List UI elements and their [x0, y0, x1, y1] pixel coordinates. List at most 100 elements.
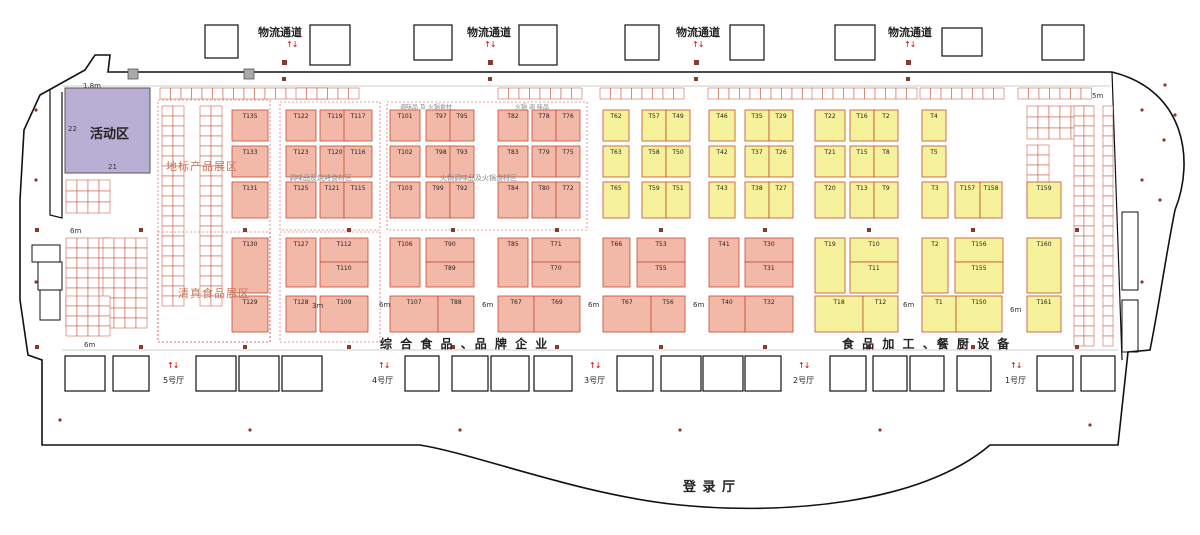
standard-booth	[172, 255, 185, 267]
standard-booth	[233, 87, 245, 100]
standard-booth	[172, 105, 185, 117]
standard-booth	[1083, 155, 1095, 167]
service-room	[1041, 24, 1085, 61]
booth-id: T67	[509, 299, 521, 306]
booth	[531, 109, 557, 142]
booth-id: T90	[443, 241, 455, 248]
standard-booth	[199, 135, 212, 147]
booth-id: T98	[434, 149, 446, 156]
booth-id: T38	[750, 185, 762, 192]
standard-booth	[1083, 115, 1095, 127]
standard-booth	[1102, 175, 1114, 187]
standard-booth	[210, 225, 223, 237]
booth-id: T12	[874, 299, 886, 306]
standard-booth	[124, 247, 137, 259]
standard-booth	[539, 87, 551, 100]
standard-booth	[1073, 205, 1085, 217]
standard-booth	[87, 305, 100, 317]
gap-label: 6m	[1010, 306, 1022, 314]
service-room	[238, 355, 280, 392]
booth-id: T53	[654, 241, 666, 248]
zone-mini-label: 调味品 及 火锅食材	[400, 104, 452, 111]
booth-id: T13	[855, 185, 867, 192]
standard-booth	[65, 295, 78, 307]
standard-booth	[161, 255, 174, 267]
booth-id: T103	[396, 185, 412, 192]
standard-booth	[199, 195, 212, 207]
standard-booth	[113, 307, 126, 319]
standard-booth	[76, 277, 89, 289]
standard-booth	[98, 315, 111, 327]
booth-id: T75	[561, 149, 573, 156]
gap-label: 6m	[693, 301, 705, 309]
booth	[389, 181, 421, 219]
standard-booth	[87, 190, 100, 203]
booth	[862, 295, 899, 333]
standard-booth	[65, 237, 78, 249]
booth	[744, 181, 770, 219]
standard-booth	[210, 295, 223, 307]
standard-booth	[1083, 145, 1095, 157]
booth-id: T70	[549, 265, 561, 272]
standard-booth	[210, 145, 223, 157]
hall-1-label: 1号厅	[1005, 376, 1027, 385]
standard-booth	[87, 201, 100, 214]
standard-booth	[172, 145, 185, 157]
standard-booth	[76, 267, 89, 279]
standard-booth	[135, 267, 148, 279]
pillar-dot	[248, 428, 252, 432]
standard-booth	[327, 87, 339, 100]
standard-booth	[1083, 245, 1095, 257]
booth-id: T56	[661, 299, 673, 306]
booth-id: T8	[881, 149, 890, 156]
booth	[849, 145, 875, 178]
booth-id: T95	[455, 113, 467, 120]
standard-booth	[728, 87, 740, 100]
standard-booth	[1083, 275, 1095, 287]
standard-booth	[1102, 125, 1114, 137]
standard-booth	[210, 105, 223, 117]
hall-3-label: 3号厅	[584, 376, 606, 385]
standard-booth	[749, 87, 761, 100]
west-wall	[49, 90, 63, 219]
annex-room	[39, 289, 61, 321]
standard-booth	[316, 87, 328, 100]
pillars	[34, 60, 1177, 432]
booth-id: T123	[292, 149, 308, 156]
standard-booth	[65, 190, 78, 203]
standard-booth	[1026, 144, 1039, 156]
pillar	[488, 60, 493, 65]
service-room	[413, 24, 453, 61]
standard-booth	[199, 145, 212, 157]
standard-booth	[1073, 155, 1085, 167]
booth-id: T62	[609, 113, 621, 120]
booth	[921, 109, 947, 142]
standard-booth	[113, 287, 126, 299]
pillar	[867, 228, 871, 232]
booth	[497, 145, 529, 178]
standard-booth	[199, 245, 212, 257]
standard-booth	[497, 87, 509, 100]
booth-id: T128	[292, 299, 308, 306]
standard-booth	[65, 179, 78, 192]
standard-booth	[180, 87, 192, 100]
booth	[285, 145, 317, 178]
standard-booth	[210, 255, 223, 267]
standard-booth	[1073, 175, 1085, 187]
standard-booth	[1083, 195, 1095, 207]
standard-booth	[1037, 127, 1050, 140]
standard-booth	[172, 245, 185, 257]
standard-booth	[832, 87, 844, 100]
activity-area	[64, 87, 151, 174]
service-room	[451, 355, 489, 392]
annex-room	[31, 244, 61, 263]
booth	[285, 295, 317, 333]
standard-booth	[124, 287, 137, 299]
up-down-arrow-icon: ↑↓	[798, 361, 810, 370]
standard-booth	[254, 87, 266, 100]
service-room	[616, 355, 654, 392]
booth-id: T99	[431, 185, 443, 192]
service-room	[204, 24, 239, 59]
standard-booth	[161, 275, 174, 287]
service-room	[404, 355, 440, 392]
